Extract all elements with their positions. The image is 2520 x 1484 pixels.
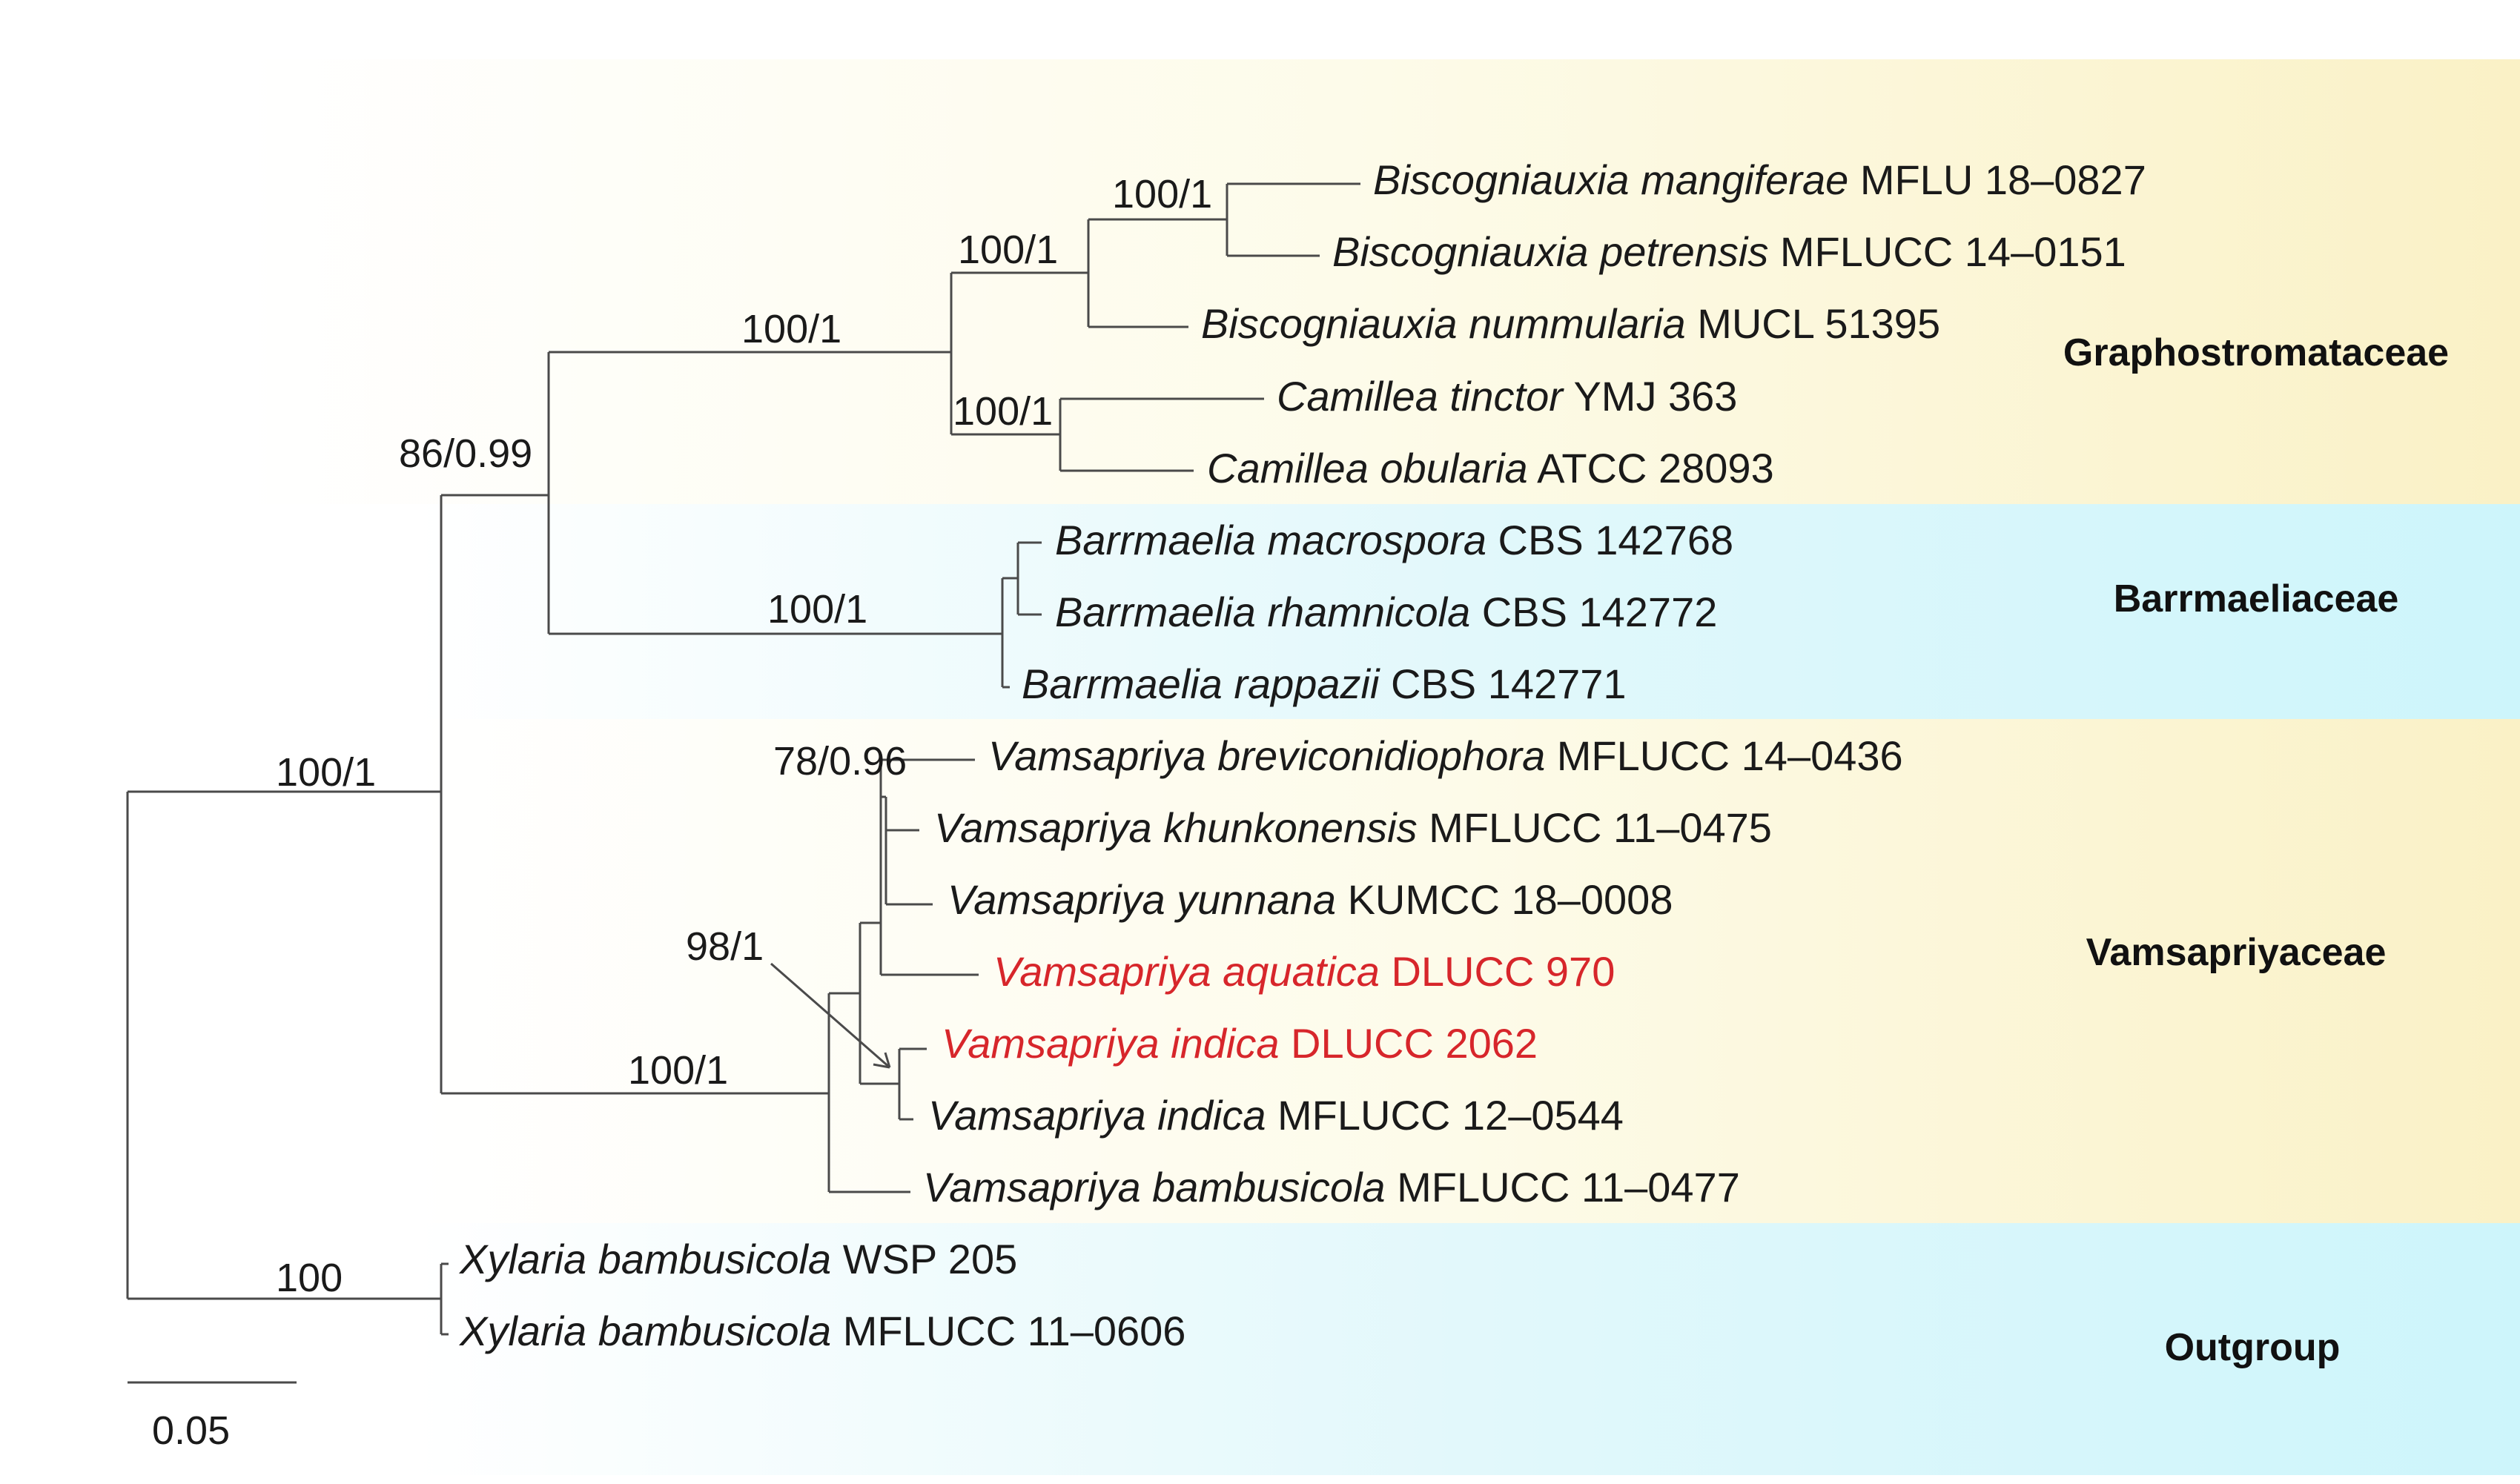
- band-vamsapriyaceae: [415, 719, 2520, 1223]
- band-graphostromataceae: [245, 59, 2520, 504]
- taxon-label-xylaria-bambusicola-mflucc: Xylaria bambusicola MFLUCC 11–0606: [458, 1308, 1185, 1354]
- taxon-label-barrmaelia-rhamnicola: Barrmaelia rhamnicola CBS 142772: [1055, 589, 1717, 635]
- support-barrmaeliaceae: 100/1: [767, 587, 867, 632]
- support-vamsapriya-indica: 98/1: [686, 924, 764, 969]
- taxon-label-barrmaelia-macrospora: Barrmaelia macrospora CBS 142768: [1055, 517, 1733, 563]
- family-labels: Graphostromataceae Barrmaeliaceae Vamsap…: [2063, 331, 2449, 1369]
- support-values: 100/1 100/1 100/1 100/1 86/0.99 100/1 10…: [276, 172, 1212, 1300]
- support-camillea-clade: 100/1: [953, 389, 1053, 434]
- support-graphostromataceae: 100/1: [741, 307, 841, 351]
- taxon-label-biscogniauxia-mangiferae: Biscogniauxia mangiferae MFLU 18–0827: [1373, 156, 2146, 203]
- band-outgroup: [415, 1223, 2520, 1475]
- support-graphostromataceae-barrmaeliaceae: 86/0.99: [399, 431, 532, 476]
- taxon-label-vamsapriya-yunnana: Vamsapriya yunnana KUMCC 18–0008: [948, 876, 1673, 923]
- taxon-labels: Biscogniauxia mangiferae MFLU 18–0827 Bi…: [458, 156, 2146, 1354]
- support-pointer-arrow: [770, 962, 891, 1069]
- taxon-label-vamsapriya-breviconidiophora: Vamsapriya breviconidiophora MFLUCC 14–0…: [988, 732, 1903, 779]
- family-label-vamsapriyaceae: Vamsapriyaceae: [2086, 931, 2387, 974]
- taxon-label-vamsapriya-indica-mflucc: Vamsapriya indica MFLUCC 12–0544: [928, 1092, 1624, 1139]
- family-label-graphostromataceae: Graphostromataceae: [2063, 331, 2449, 374]
- band-barrmaeliaceae: [415, 504, 2520, 719]
- support-biscogniauxia-mangiferae-petrensis: 100/1: [1112, 172, 1212, 216]
- support-vamsapriya-breviconidiophora: 78/0.96: [773, 739, 907, 784]
- taxon-label-camillea-tinctor: Camillea tinctor YMJ 363: [1277, 373, 1737, 420]
- support-vamsapriyaceae: 100/1: [628, 1048, 728, 1093]
- taxon-label-xylaria-bambusicola-wsp: Xylaria bambusicola WSP 205: [458, 1236, 1017, 1282]
- family-label-barrmaeliaceae: Barrmaeliaceae: [2114, 577, 2399, 620]
- taxon-label-vamsapriya-indica-dlucc: Vamsapriya indica DLUCC 2062: [942, 1020, 1538, 1067]
- taxon-label-camillea-obularia: Camillea obularia ATCC 28093: [1207, 445, 1774, 491]
- taxon-label-barrmaelia-rappazii: Barrmaelia rappazii CBS 142771: [1022, 660, 1627, 707]
- support-outgroup: 100: [276, 1256, 343, 1300]
- taxon-label-vamsapriya-khunkonensis: Vamsapriya khunkonensis MFLUCC 11–0475: [934, 804, 1772, 851]
- scale-bar-label: 0.05: [152, 1408, 230, 1453]
- taxon-label-biscogniauxia-petrensis: Biscogniauxia petrensis MFLUCC 14–0151: [1332, 228, 2126, 275]
- family-label-outgroup: Outgroup: [2165, 1326, 2341, 1369]
- taxon-label-biscogniauxia-nummularia: Biscogniauxia nummularia MUCL 51395: [1201, 300, 1940, 347]
- support-biscogniauxia-clade: 100/1: [958, 228, 1058, 272]
- taxon-label-vamsapriya-aquatica: Vamsapriya aquatica DLUCC 970: [993, 948, 1615, 995]
- scale-bar: 0.05: [128, 1381, 297, 1453]
- taxon-label-vamsapriya-bambusicola: Vamsapriya bambusicola MFLUCC 11–0477: [923, 1164, 1740, 1210]
- support-ingroup: 100/1: [276, 750, 376, 795]
- tree-branches: [126, 182, 1360, 1336]
